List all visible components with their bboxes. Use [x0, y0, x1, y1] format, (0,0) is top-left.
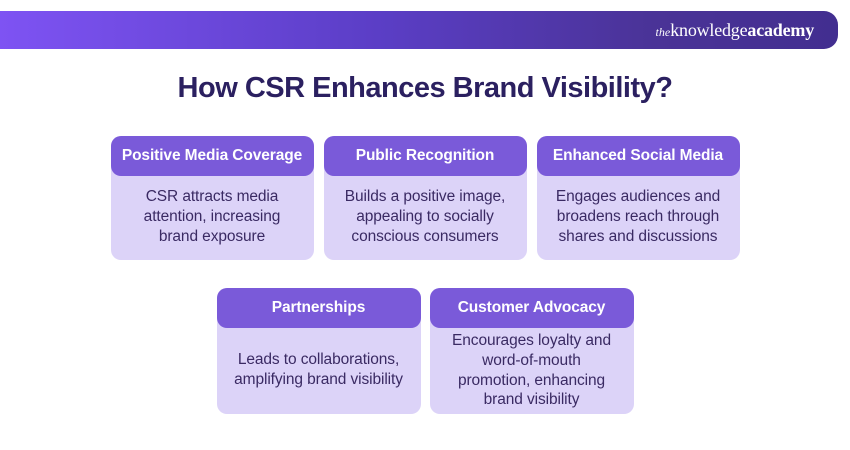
card-body: CSR attracts media attention, increasing…	[143, 188, 281, 245]
card-body: Encourages loyalty and word-of-mouth pro…	[452, 332, 611, 409]
card-enhanced-social-media: Enhanced Social Media Engages audiences …	[536, 136, 740, 260]
card-body: Engages audiences and broadens reach thr…	[555, 188, 721, 245]
header-banner: theknowledgeacademy	[0, 11, 838, 49]
card-positive-media-coverage: Positive Media Coverage CSR attracts med…	[110, 136, 314, 260]
logo-the: the	[655, 24, 671, 39]
card-row-top: Positive Media Coverage CSR attracts med…	[0, 136, 850, 260]
card-public-recognition: Public Recognition Builds a positive ima…	[323, 136, 527, 260]
card-partnerships: Partnerships Leads to collaborations, am…	[216, 288, 421, 414]
knowledge-academy-logo: theknowledgeacademy	[655, 19, 815, 40]
logo-academy: academy	[747, 19, 814, 40]
card-header: Public Recognition	[323, 136, 527, 176]
card-row-bottom: Partnerships Leads to collaborations, am…	[0, 288, 850, 414]
card-header: Partnerships	[216, 288, 421, 328]
card-header: Positive Media Coverage	[110, 136, 314, 176]
card-body: Builds a positive image, appealing to so…	[344, 188, 506, 245]
page-title: How CSR Enhances Brand Visibility?	[177, 72, 673, 104]
card-customer-advocacy: Customer Advocacy Encourages loyalty and…	[429, 288, 634, 414]
card-header: Enhanced Social Media	[536, 136, 740, 176]
logo-knowledge: knowledge	[670, 19, 748, 40]
card-body: Leads to collaborations, amplifying bran…	[234, 351, 403, 388]
card-header: Customer Advocacy	[429, 288, 634, 328]
